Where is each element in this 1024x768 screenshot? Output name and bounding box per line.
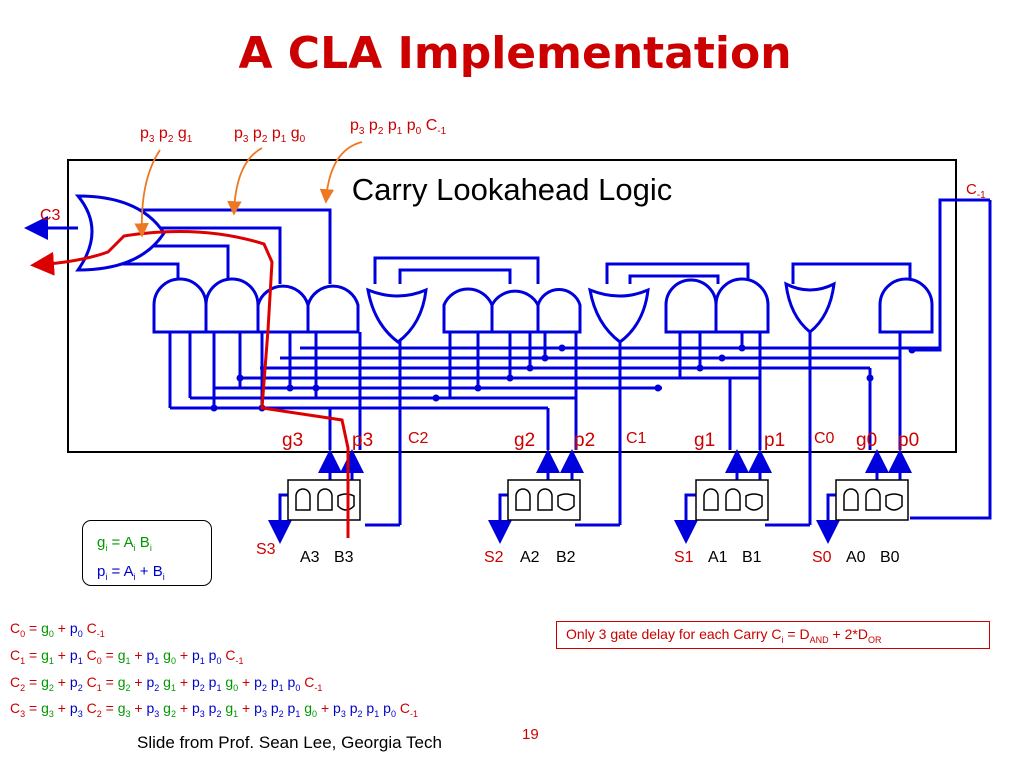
label-a0: A0 — [846, 549, 866, 566]
label-g1: g1 — [694, 430, 715, 451]
adder-inner-gates — [295, 488, 903, 511]
label-c1: C1 — [626, 430, 647, 447]
c3-label: C3 — [40, 207, 61, 224]
label-a1: A1 — [708, 549, 728, 566]
label-p3: p3 — [352, 430, 373, 451]
label-g2: g2 — [514, 430, 535, 451]
label-p0: p0 — [898, 430, 919, 451]
cin-label: C-1 — [966, 181, 986, 201]
junction-dots — [210, 344, 916, 412]
top-label-p3p2g1: p3 p2 g1 — [140, 125, 193, 145]
label-g3: g3 — [282, 430, 303, 451]
eq-c0: C0 = g0 + p0 C-1 — [10, 620, 105, 639]
top-label-p3p2p1p0c: p3 p2 p1 p0 C-1 — [350, 117, 447, 137]
p-definition: pi = Ai + Bi — [97, 563, 165, 582]
carry-equations: C0 = g0 + p0 C-1 C1 = g1 + p1 C0 = g1 + … — [10, 618, 418, 725]
critical-path — [30, 230, 350, 538]
definitions-box: gi = Ai Bi pi = Ai + Bi — [82, 520, 212, 586]
label-b0: B0 — [880, 549, 900, 566]
label-s3: S3 — [256, 541, 276, 558]
label-p2: p2 — [574, 430, 595, 451]
slide-title: A CLA Implementation — [238, 28, 792, 79]
label-c0: C0 — [814, 430, 835, 447]
or-gates — [366, 281, 836, 344]
label-s1: S1 — [674, 549, 694, 566]
cla-box-label: Carry Lookahead Logic — [352, 172, 673, 207]
label-c2: C2 — [408, 430, 429, 447]
label-s0: S0 — [812, 549, 832, 566]
eq-c3: C3 = g3 + p3 C2 = g3 + p3 g2 + p3 p2 g1 … — [10, 700, 418, 720]
delay-note: Only 3 gate delay for each Carry Ci = DA… — [556, 621, 990, 649]
g-definition: gi = Ai Bi — [97, 534, 152, 553]
top-label-p3p2p1g0: p3 p2 p1 g0 — [234, 125, 306, 145]
orange-arrows — [134, 141, 363, 238]
label-p1: p1 — [764, 430, 785, 451]
label-b2: B2 — [556, 549, 576, 566]
wires — [24, 198, 992, 544]
label-s2: S2 — [484, 549, 504, 566]
label-g0: g0 — [856, 430, 877, 451]
label-b1: B1 — [742, 549, 762, 566]
label-a3: A3 — [300, 549, 320, 566]
page-number: 19 — [522, 726, 539, 743]
eq-c2: C2 = g2 + p2 C1 = g2 + p2 g1 + p2 p1 g0 … — [10, 673, 323, 693]
label-b3: B3 — [334, 549, 354, 566]
cla-box — [67, 159, 957, 453]
adder-blocks — [287, 479, 909, 521]
footer-credit: Slide from Prof. Sean Lee, Georgia Tech — [137, 733, 442, 752]
eq-c1: C1 = g1 + p1 C0 = g1 + p1 g0 + p1 p0 C-1 — [10, 646, 244, 666]
label-a2: A2 — [520, 549, 540, 566]
and-gates — [152, 277, 934, 334]
